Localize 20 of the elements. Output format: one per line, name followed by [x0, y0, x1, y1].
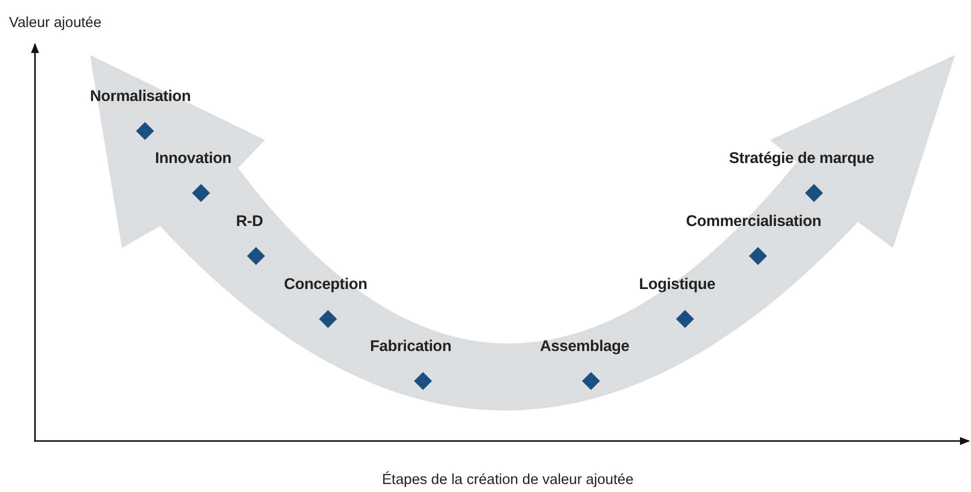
stage-label: Commercialisation [686, 213, 822, 231]
diamond-marker [582, 372, 600, 390]
stage-label: Logistique [639, 276, 716, 294]
diamond-marker [136, 122, 154, 140]
diamond-marker [676, 310, 694, 328]
x-axis-title: Étapes de la création de valeur ajoutée [382, 472, 634, 488]
diamond-marker [805, 184, 823, 202]
stage-label: Conception [284, 276, 368, 294]
diamond-marker [247, 247, 265, 265]
stage-label: Normalisation [90, 88, 191, 106]
stage-label: Assemblage [540, 338, 630, 356]
stage-label: Stratégie de marque [729, 150, 874, 168]
diamond-marker [319, 310, 337, 328]
stage-label: Innovation [155, 150, 232, 168]
stage-label: Fabrication [370, 338, 452, 356]
y-axis-title: Valeur ajoutée [9, 15, 102, 31]
diamond-marker [414, 372, 432, 390]
stage-label: R-D [236, 213, 263, 231]
diamond-marker [749, 247, 767, 265]
diamond-marker [192, 184, 210, 202]
